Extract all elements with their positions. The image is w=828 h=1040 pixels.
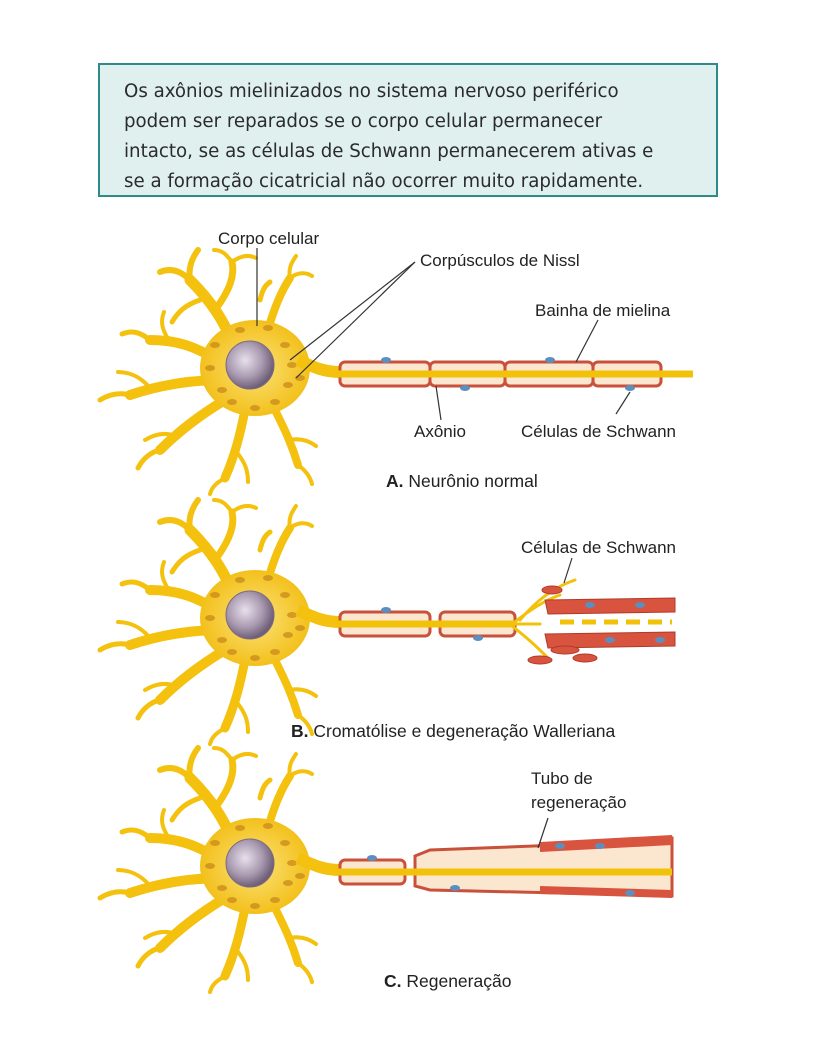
label-axonio: Axônio	[414, 422, 466, 441]
panel-c-regeneration: Tubo de regeneração C. Regeneração	[100, 748, 674, 992]
caption-b-text: Cromatólise e degeneração Walleriana	[309, 721, 616, 741]
label-corpusculos-nissl: Corpúsculos de Nissl	[420, 251, 580, 270]
label-celulas-schwann-b: Células de Schwann	[521, 538, 676, 557]
neuron-body-b	[100, 500, 340, 744]
caption-c-letter: C.	[384, 971, 402, 991]
label-tubo-regeneracao-2: regeneração	[531, 793, 626, 812]
caption-a: A. Neurônio normal	[386, 471, 538, 491]
caption-c: C. Regeneração	[384, 971, 511, 991]
caption-b: B. Cromatólise e degeneração Walleriana	[291, 721, 616, 741]
label-tubo-regeneracao-1: Tubo de	[531, 769, 593, 788]
panel-a-normal-neuron: Corpo celular Corpúsculos de Nissl Bainh…	[100, 229, 693, 494]
caption-a-letter: A.	[386, 471, 404, 491]
callout-line-3: intacto, se as células de Schwann perman…	[124, 141, 654, 162]
caption-c-text: Regeneração	[402, 971, 512, 991]
callout-line-2: podem ser reparados se o corpo celular p…	[124, 111, 603, 132]
label-celulas-schwann-a: Células de Schwann	[521, 422, 676, 441]
callout-line-1: Os axônios mielinizados no sistema nervo…	[124, 81, 619, 102]
neuron-body-a	[100, 250, 340, 494]
callout-line-4: se a formação cicatricial não ocorrer mu…	[124, 171, 644, 192]
neuron-body-c	[100, 748, 340, 992]
info-callout-box: Os axônios mielinizados no sistema nervo…	[98, 63, 718, 197]
panel-b-degeneration: Células de Schwann B. Cromatólise e dege…	[100, 500, 676, 744]
caption-a-text: Neurônio normal	[404, 471, 538, 491]
label-corpo-celular: Corpo celular	[218, 229, 319, 248]
label-bainha-mielina: Bainha de mielina	[535, 301, 671, 320]
caption-b-letter: B.	[291, 721, 309, 741]
